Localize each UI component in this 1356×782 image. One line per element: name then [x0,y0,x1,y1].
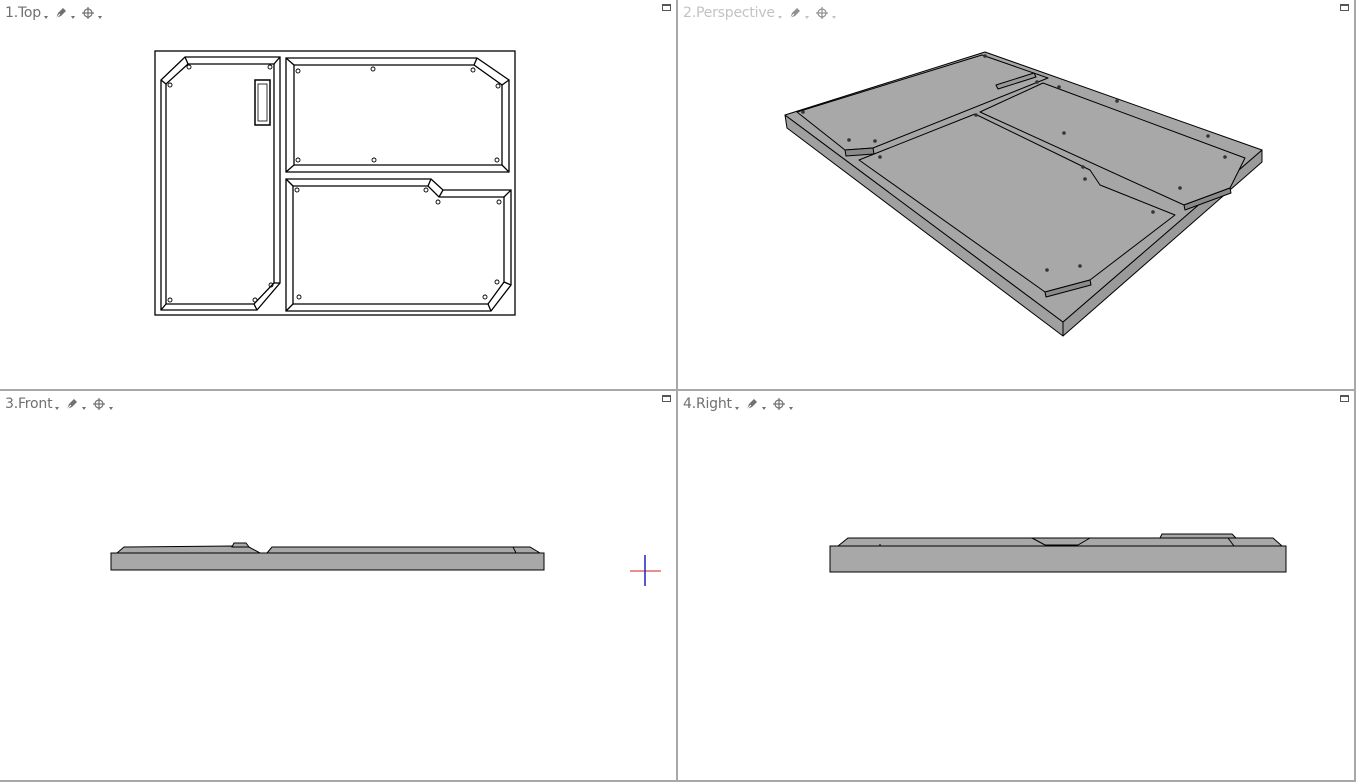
perspective-view-model [784,51,1263,337]
right-view-model [829,533,1287,573]
maximize-viewport-button[interactable] [1340,4,1349,11]
top-view-drawing [154,50,516,316]
viewport-right-header: 4.Right [683,395,799,413]
maximize-viewport-button[interactable] [662,4,671,11]
snap-caret[interactable] [97,16,102,19]
pen-nib-icon[interactable] [54,6,68,20]
pen-nib-icon[interactable] [788,6,802,20]
snap-caret[interactable] [831,16,836,19]
maximize-viewport-button[interactable] [662,395,671,402]
view-menu-caret[interactable] [55,407,60,410]
pen-nib-icon[interactable] [65,397,79,411]
viewport-perspective-title[interactable]: 2.Perspective [683,5,775,21]
crosshair-target-icon[interactable] [81,6,95,20]
viewport-right-title[interactable]: 4.Right [683,396,732,412]
front-view-model [110,542,661,586]
snap-caret[interactable] [788,407,793,410]
snap-caret[interactable] [109,407,114,410]
view-menu-caret[interactable] [734,407,739,410]
viewport-divider-horizontal[interactable] [0,389,1356,391]
view-menu-caret[interactable] [43,16,48,19]
viewport-divider-vertical[interactable] [676,0,678,782]
viewport-perspective-header: 2.Perspective [683,4,842,22]
crosshair-target-icon[interactable] [92,397,106,411]
display-mode-caret[interactable] [761,407,766,410]
viewport-top[interactable]: 1.Top [0,0,676,389]
display-mode-caret[interactable] [82,407,87,410]
maximize-viewport-button[interactable] [1340,395,1349,402]
pen-nib-icon[interactable] [745,397,759,411]
crosshair-target-icon[interactable] [815,6,829,20]
viewport-top-title[interactable]: 1.Top [5,5,41,21]
viewport-front-title[interactable]: 3.Front [5,396,53,412]
view-menu-caret[interactable] [777,16,782,19]
viewport-front-header: 3.Front [5,395,119,413]
display-mode-caret[interactable] [70,16,75,19]
display-mode-caret[interactable] [804,16,809,19]
viewport-right[interactable]: 4.Right [678,391,1354,780]
crosshair-target-icon[interactable] [772,397,786,411]
viewport-perspective[interactable]: 2.Perspective [678,0,1354,389]
viewport-front[interactable]: 3.Front [0,391,676,780]
viewport-top-header: 1.Top [5,4,108,22]
viewport-border-bottom [0,780,1356,782]
viewport-border-right [1354,0,1356,782]
